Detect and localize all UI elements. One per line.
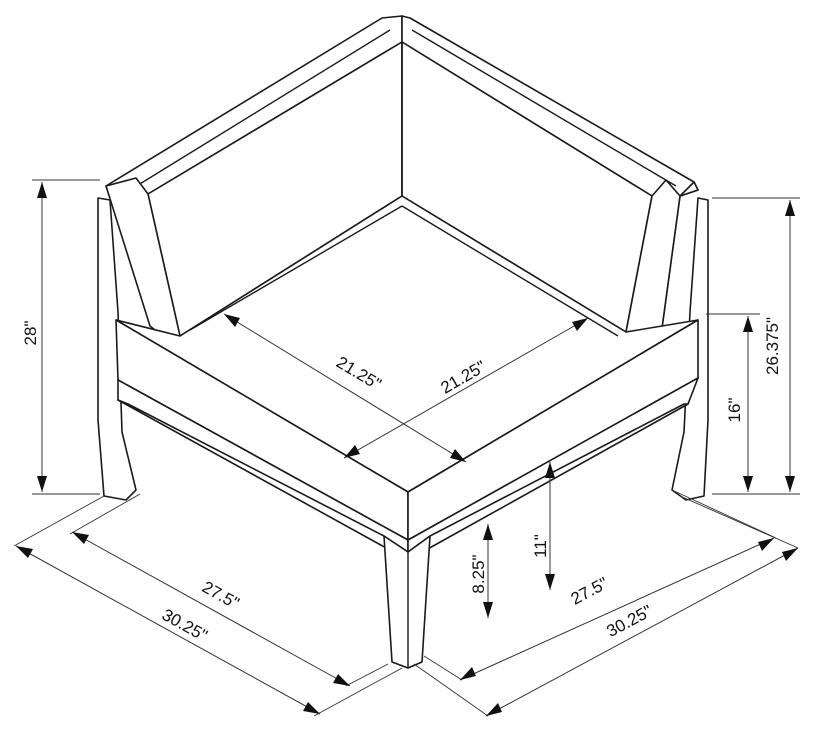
label-seat-height: 16"	[725, 398, 744, 423]
label-back-height: 26.375"	[763, 317, 782, 375]
label-frame-clearance: 11"	[531, 534, 550, 558]
dim-line-seat-width-left	[71, 531, 351, 687]
label-overall-width-right: 30.25"	[604, 601, 656, 641]
seat-inner-edge-left	[189, 205, 403, 331]
dim-line-inner-depth-left	[223, 313, 467, 463]
dim-line-overall-width-left	[15, 545, 321, 715]
front-leg	[383, 535, 431, 669]
right-back-top-rail	[411, 29, 677, 187]
dimension-lines	[15, 182, 799, 717]
label-seat-width-right: 27.5"	[568, 574, 611, 609]
dim-line-overall-width-right	[485, 547, 799, 717]
label-seat-width-left: 27.5"	[199, 577, 242, 613]
leader-lines	[13, 179, 800, 717]
dim-line-inner-depth-right	[343, 317, 589, 459]
label-total-height: 28"	[21, 321, 40, 346]
left-back-top-rail	[129, 29, 391, 191]
dim-line-seat-width-right	[459, 537, 775, 681]
label-leg-clearance: 8.25"	[469, 554, 488, 593]
chair-illustration	[97, 15, 709, 669]
seat-inner-edge-right	[401, 205, 619, 337]
